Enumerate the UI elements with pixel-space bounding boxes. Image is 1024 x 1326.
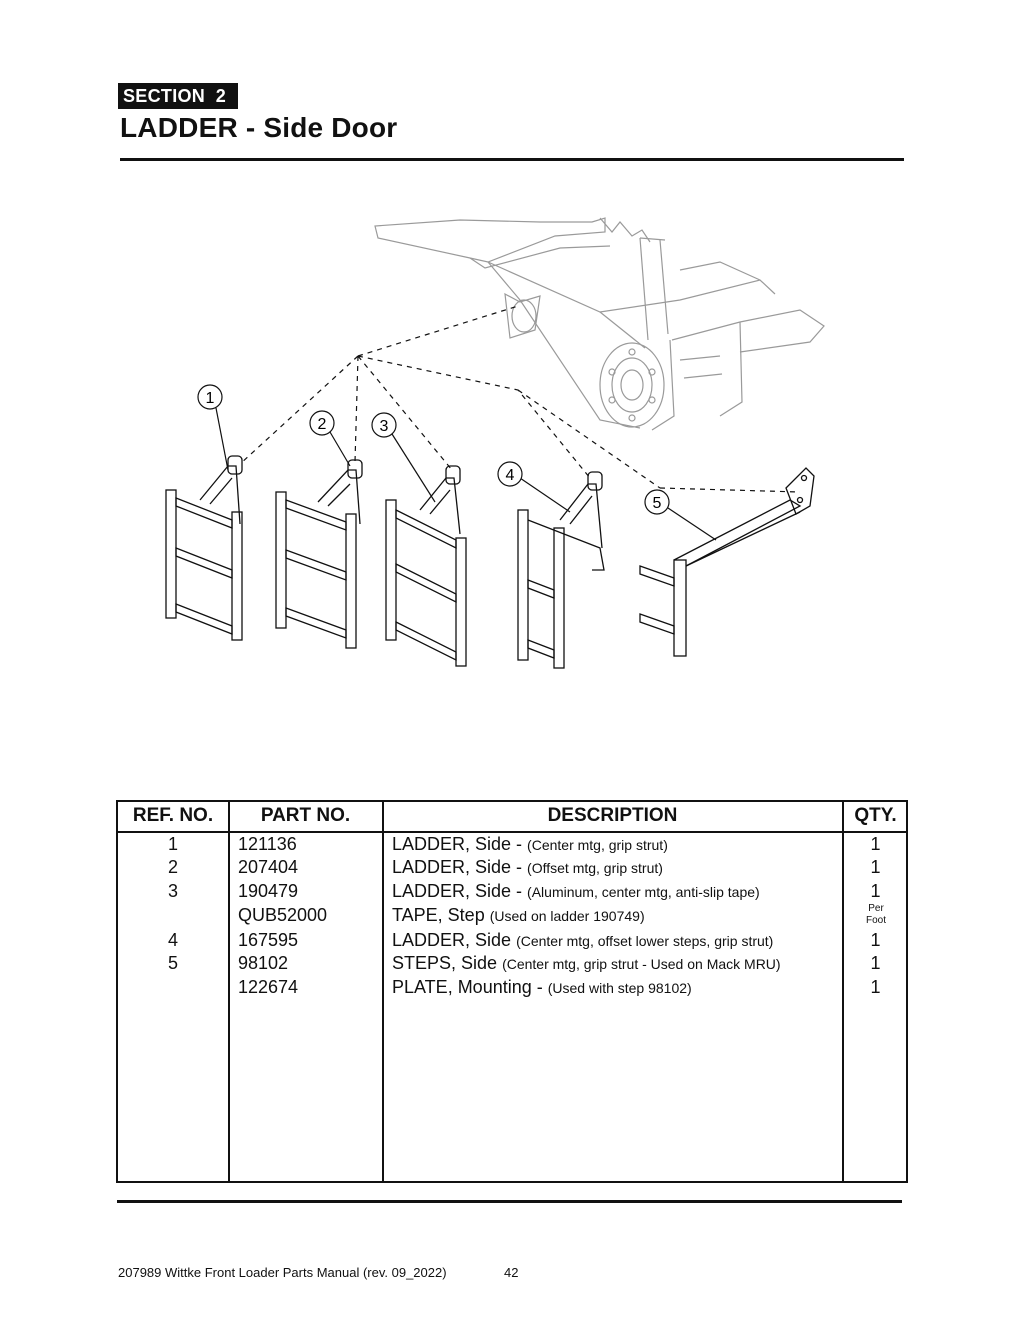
row-2-description: LADDER, Side - (Offset mtg, grip strut) xyxy=(392,857,663,877)
row-7-part: 122674 xyxy=(238,977,299,997)
callout-1-label: 1 xyxy=(206,390,215,407)
row-1-part: 121136 xyxy=(238,834,297,854)
row-3-description: LADDER, Side - (Aluminum, center mtg, an… xyxy=(392,881,760,901)
truck-frame-drawing xyxy=(374,217,825,431)
ladder-4 xyxy=(517,471,605,669)
row-5-description: LADDER, Side (Center mtg, offset lower s… xyxy=(392,930,774,950)
row-1-ref: 1 xyxy=(167,834,178,854)
row-6-qty: 1 xyxy=(870,953,881,973)
callout-3-label: 3 xyxy=(380,418,389,435)
section-badge: SECTION 2 xyxy=(118,83,239,109)
top-rule xyxy=(120,158,904,161)
row-4-part: QUB52000 xyxy=(238,905,328,925)
ladder-2 xyxy=(275,459,363,649)
column-divider xyxy=(842,802,844,1181)
row-2-part: 207404 xyxy=(238,857,299,877)
row-2-qty: 1 xyxy=(870,857,881,877)
row-2-ref: 2 xyxy=(167,857,178,877)
callout-2-label: 2 xyxy=(318,416,327,433)
callout-4-label: 4 xyxy=(506,467,515,484)
column-divider xyxy=(228,802,230,1181)
assembly-dashed-lines xyxy=(239,305,801,493)
row-7-description: PLATE, Mounting - (Used with step 98102) xyxy=(392,977,692,997)
row-3-qty: 1 xyxy=(870,881,881,901)
header-part-no: PART NO. xyxy=(260,805,351,826)
bottom-rule xyxy=(117,1200,902,1203)
row-5-part: 167595 xyxy=(238,930,299,950)
callout-5-label: 5 xyxy=(653,495,662,512)
callout-4: 4 xyxy=(497,461,571,513)
footer-manual-title: 207989 Wittke Front Loader Parts Manual … xyxy=(118,1265,447,1280)
page-number: 42 xyxy=(504,1265,519,1280)
row-3-ref: 3 xyxy=(167,881,178,901)
row-7-qty: 1 xyxy=(870,977,881,997)
callout-3: 3 xyxy=(371,412,436,503)
page-title: LADDER - Side Door xyxy=(120,112,398,143)
row-6-description: STEPS, Side (Center mtg, grip strut - Us… xyxy=(392,953,781,973)
row-5-ref: 4 xyxy=(167,930,178,950)
row-4-description: TAPE, Step (Used on ladder 190749) xyxy=(392,905,645,925)
row-5-qty: 1 xyxy=(870,930,881,950)
row-4-qty: Per Foot xyxy=(865,903,886,926)
callout-5: 5 xyxy=(644,489,717,541)
header-divider xyxy=(118,831,906,833)
row-1-qty: 1 xyxy=(870,834,881,854)
row-3-part: 190479 xyxy=(238,881,299,901)
side-steps-5 xyxy=(639,467,815,657)
header-qty: QTY. xyxy=(854,805,897,826)
exploded-parts-diagram: 1 2 3 4 5 xyxy=(165,217,825,669)
parts-table: REF. NO. PART NO. DESCRIPTION QTY. 1 121… xyxy=(116,800,908,1183)
row-1-description: LADDER, Side - (Center mtg, grip strut) xyxy=(392,834,668,854)
column-divider xyxy=(382,802,384,1181)
ladder-1 xyxy=(165,455,243,641)
callout-1: 1 xyxy=(197,384,229,471)
row-6-part: 98102 xyxy=(238,953,289,973)
header-description: DESCRIPTION xyxy=(547,805,678,826)
ladder-3 xyxy=(385,465,467,667)
header-ref-no: REF. NO. xyxy=(132,805,214,826)
callout-2: 2 xyxy=(309,410,351,467)
row-6-ref: 5 xyxy=(167,953,178,973)
